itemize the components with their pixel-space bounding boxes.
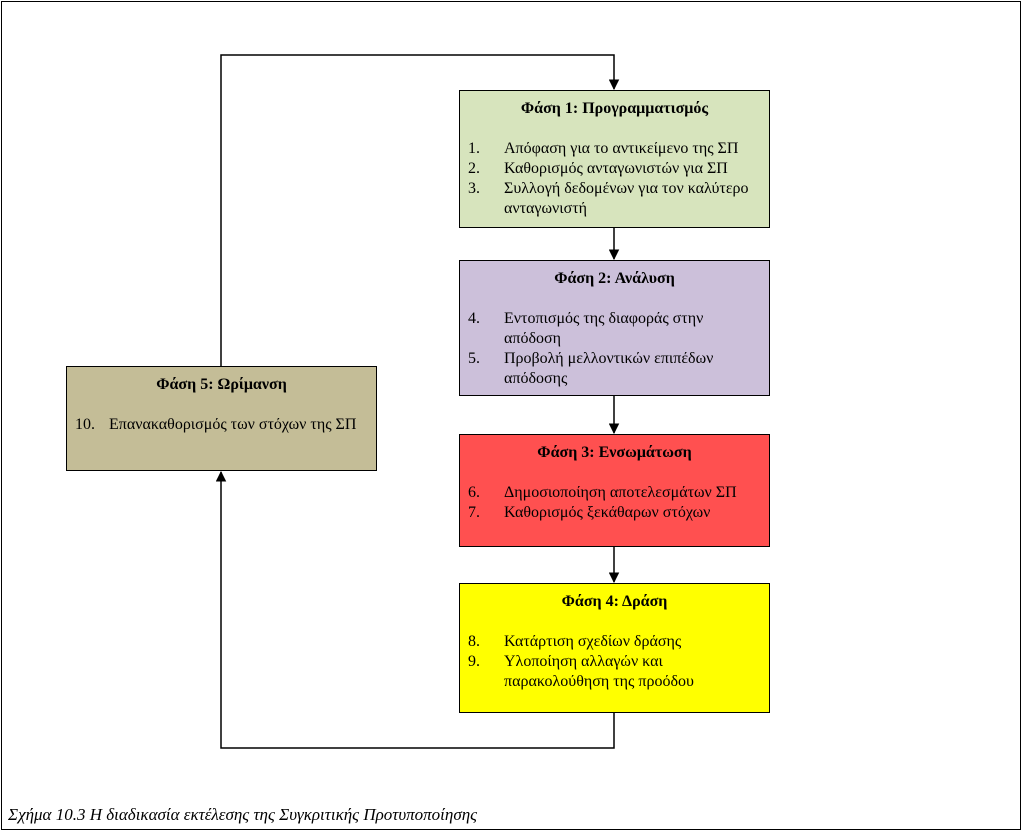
step-item: 8. Κατάρτιση σχεδίων δράσης	[468, 632, 763, 652]
step-number: 5.	[468, 350, 480, 367]
phase-2-title: Φάση 2: Ανάλυση	[554, 270, 675, 287]
step-number: 9.	[468, 653, 480, 670]
phase-2-steps: 4. Εντοπισμός της διαφοράς στην απόδοση 5…	[460, 309, 769, 389]
step-number: 6.	[468, 484, 480, 501]
step-number: 8.	[468, 633, 480, 650]
phase-3-title: Φάση 3: Ενσωμάτωση	[537, 444, 692, 461]
phase-3-steps: 6. Δημοσιοποίηση αποτελεσμάτων ΣΠ 7. Καθορ…	[460, 483, 769, 523]
step-text: Απόφαση για το αντικείμενο της ΣΠ	[504, 140, 739, 157]
step-text: Καθορισμός ανταγωνιστών για ΣΠ	[504, 160, 728, 177]
step-text: Κατάρτιση σχεδίων δράσης	[504, 633, 682, 650]
step-item: 10. Επανακαθορισμός των στόχων της ΣΠ	[75, 415, 364, 435]
phase-1-box: Φάση 1: Προγραμματισμός 1. Απόφαση για το…	[459, 90, 770, 228]
phase-3-box: Φάση 3: Ενσωμάτωση 6. Δημοσιοποίηση αποτε…	[459, 434, 770, 547]
phase-2-box: Φάση 2: Ανάλυση 4. Εντοπισμός της διαφορά…	[459, 260, 770, 396]
phase-1-title: Φάση 1: Προγραμματισμός	[520, 100, 709, 117]
step-text: Υλοποίηση αλλαγών και παρακολούθηση της …	[504, 653, 694, 690]
step-item: 5. Προβολή μελλοντικών επιπέδων απόδοσης	[468, 349, 763, 389]
step-text: Εντοπισμός της διαφοράς στην απόδοση	[504, 310, 704, 347]
phase-5-box: Φάση 5: Ωρίμανση 10. Επανακαθορισμός των …	[66, 366, 377, 471]
step-number: 1.	[468, 140, 480, 157]
step-item: 9. Υλοποίηση αλλαγών και παρακολούθηση τη…	[468, 652, 763, 692]
step-item: 7. Καθορισμός ξεκάθαρων στόχων	[468, 503, 763, 523]
phase-4-steps: 8. Κατάρτιση σχεδίων δράσης 9. Υλοποίηση α…	[460, 632, 769, 692]
figure-caption: Σχήμα 10.3 Η διαδικασία εκτέλεσης της Συ…	[8, 805, 478, 824]
step-number: 7.	[468, 504, 480, 521]
step-text: Συλλογή δεδομένων για τον καλύτερο ανταγ…	[504, 180, 749, 217]
step-number: 4.	[468, 310, 480, 327]
step-item: 3. Συλλογή δεδομένων για τον καλύτερο αντ…	[468, 179, 763, 219]
step-item: 6. Δημοσιοποίηση αποτελεσμάτων ΣΠ	[468, 483, 763, 503]
step-number: 3.	[468, 180, 480, 197]
step-item: 2. Καθορισμός ανταγωνιστών για ΣΠ	[468, 159, 763, 179]
step-text: Δημοσιοποίηση αποτελεσμάτων ΣΠ	[504, 484, 737, 501]
phase-5-steps: 10. Επανακαθορισμός των στόχων της ΣΠ	[67, 415, 376, 435]
step-text: Καθορισμός ξεκάθαρων στόχων	[504, 504, 711, 521]
phase-5-title: Φάση 5: Ωρίμανση	[156, 376, 287, 393]
arrow-phase4-to-phase5	[215, 470, 615, 749]
arrow-phase5-to-phase1	[220, 54, 620, 366]
step-item: 1. Απόφαση για το αντικείμενο της ΣΠ	[468, 139, 763, 159]
step-text: Προβολή μελλοντικών επιπέδων απόδοσης	[504, 350, 714, 387]
step-item: 4. Εντοπισμός της διαφοράς στην απόδοση	[468, 309, 763, 349]
phase-4-box: Φάση 4: Δράση 8. Κατάρτιση σχεδίων δράσης…	[459, 583, 770, 713]
phase-1-steps: 1. Απόφαση για το αντικείμενο της ΣΠ 2. Κα…	[460, 139, 769, 219]
step-number: 10.	[75, 416, 95, 433]
step-number: 2.	[468, 160, 480, 177]
phase-4-title: Φάση 4: Δράση	[561, 593, 668, 610]
step-text: Επανακαθορισμός των στόχων της ΣΠ	[109, 416, 357, 433]
